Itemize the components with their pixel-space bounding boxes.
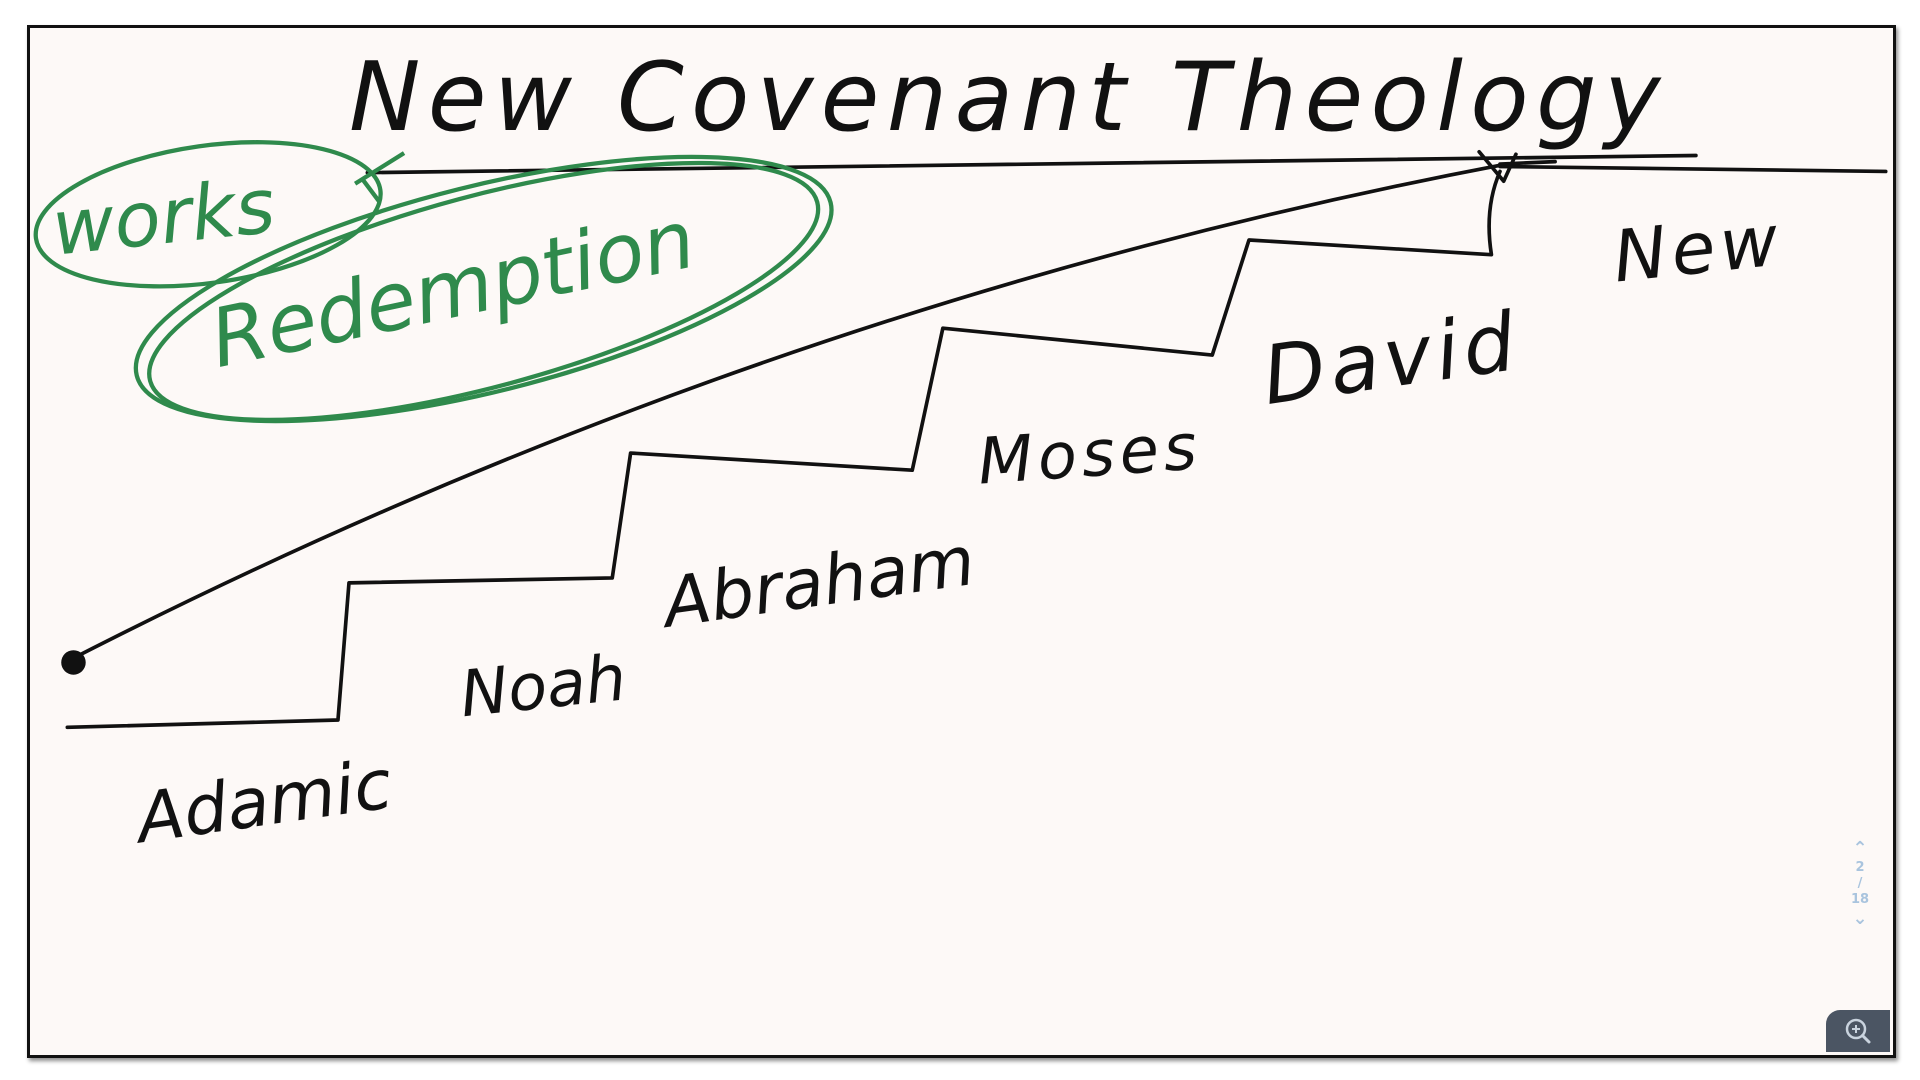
covenant-david: David	[1257, 295, 1525, 424]
covenant-noah: Noah	[457, 641, 630, 732]
works-label: works	[48, 162, 279, 273]
redemption-circle	[133, 154, 834, 424]
chevron-down-icon[interactable]: ⌄	[1852, 908, 1868, 929]
zoom-button[interactable]	[1826, 1010, 1890, 1052]
covenant-new: New	[1609, 198, 1786, 298]
page-separator: /	[1857, 876, 1863, 891]
arrow-head	[1477, 150, 1557, 184]
zoom-in-icon	[1845, 1018, 1871, 1044]
redemption-curve	[65, 163, 1502, 664]
slide-title: New Covenant Theology	[349, 41, 1668, 153]
covenant-adamic: Adamic	[128, 744, 397, 859]
whiteboard-slide	[27, 25, 1896, 1058]
covenant-abraham: Abraham	[655, 521, 980, 644]
page-navigator: ⌃ 2 / 18 ⌄	[1842, 838, 1878, 930]
top-line-right	[1498, 164, 1888, 174]
total-pages: 18	[1850, 892, 1870, 907]
redemption-label: Redemption	[203, 193, 703, 387]
covenant-moses: Moses	[976, 410, 1204, 499]
covenant-staircase	[65, 169, 1502, 730]
start-dot	[61, 650, 86, 675]
current-page: 2	[1855, 860, 1865, 875]
chevron-up-icon[interactable]: ⌃	[1852, 838, 1868, 859]
